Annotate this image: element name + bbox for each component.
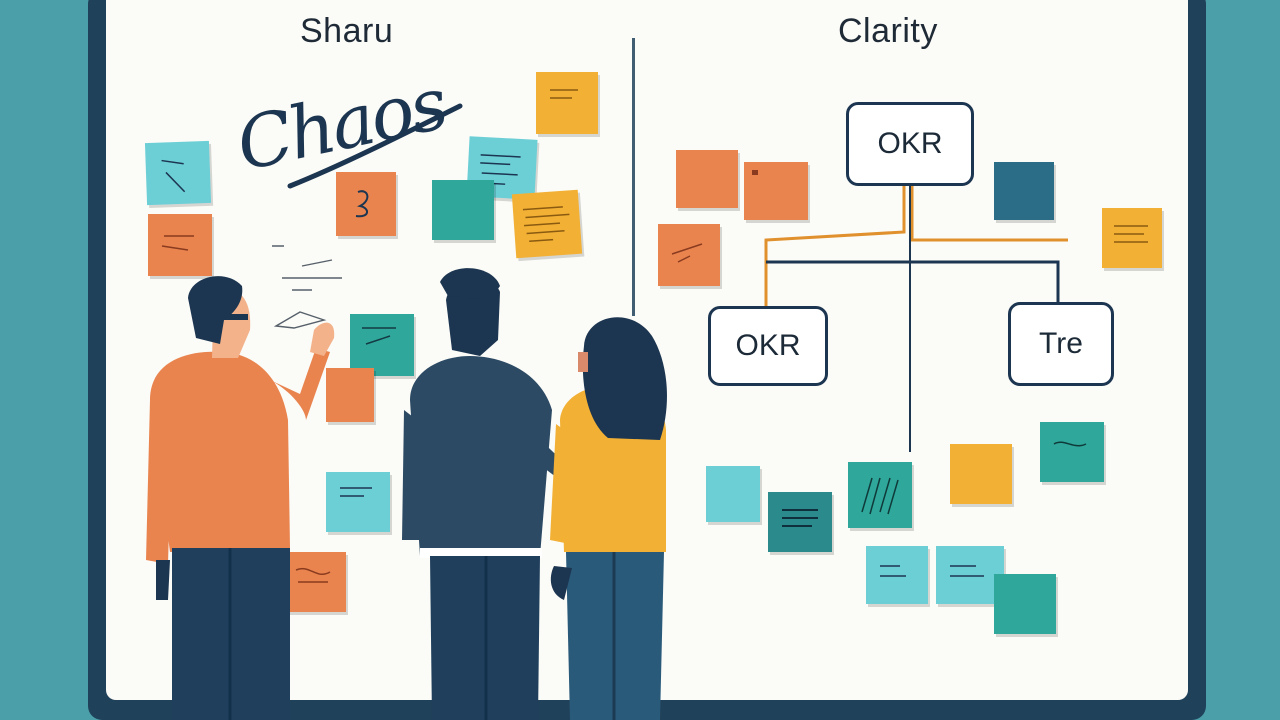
okr-child-box: OKR	[708, 306, 828, 386]
sticky-note	[658, 224, 720, 286]
scribble-doodle	[272, 245, 342, 329]
sticky-note	[1040, 422, 1104, 482]
sticky-note	[284, 552, 346, 612]
person-navy-sweater	[402, 268, 572, 720]
chaos-underline-swoosh	[287, 103, 463, 189]
sticky-note	[326, 472, 390, 532]
tree-child-box: Tre	[1008, 302, 1114, 386]
sticky-note	[144, 140, 212, 206]
sticky-note	[950, 444, 1012, 504]
right-heading: Clarity	[838, 12, 938, 50]
sticky-note	[994, 162, 1054, 220]
person-yellow-sweater	[550, 317, 667, 720]
sticky-note	[350, 314, 414, 376]
sticky-note	[936, 546, 1004, 604]
sticky-note	[994, 574, 1056, 634]
sticky-note	[744, 162, 808, 220]
sticky-note	[866, 546, 928, 604]
sticky-note	[676, 150, 738, 208]
sticky-note	[432, 180, 494, 240]
sticky-note	[1102, 208, 1162, 268]
person-orange-sweater	[146, 276, 335, 720]
sticky-note	[768, 492, 832, 552]
okr-root-box: OKR	[846, 102, 974, 186]
left-heading: Sharu	[300, 12, 394, 50]
sticky-note	[148, 214, 212, 276]
sticky-note	[511, 189, 583, 259]
sticky-note	[336, 172, 396, 236]
board-divider	[632, 38, 635, 316]
sticky-note	[326, 368, 374, 422]
sticky-note	[706, 466, 760, 522]
sticky-note	[848, 462, 912, 528]
sticky-note	[466, 136, 538, 200]
sticky-note	[536, 72, 598, 134]
